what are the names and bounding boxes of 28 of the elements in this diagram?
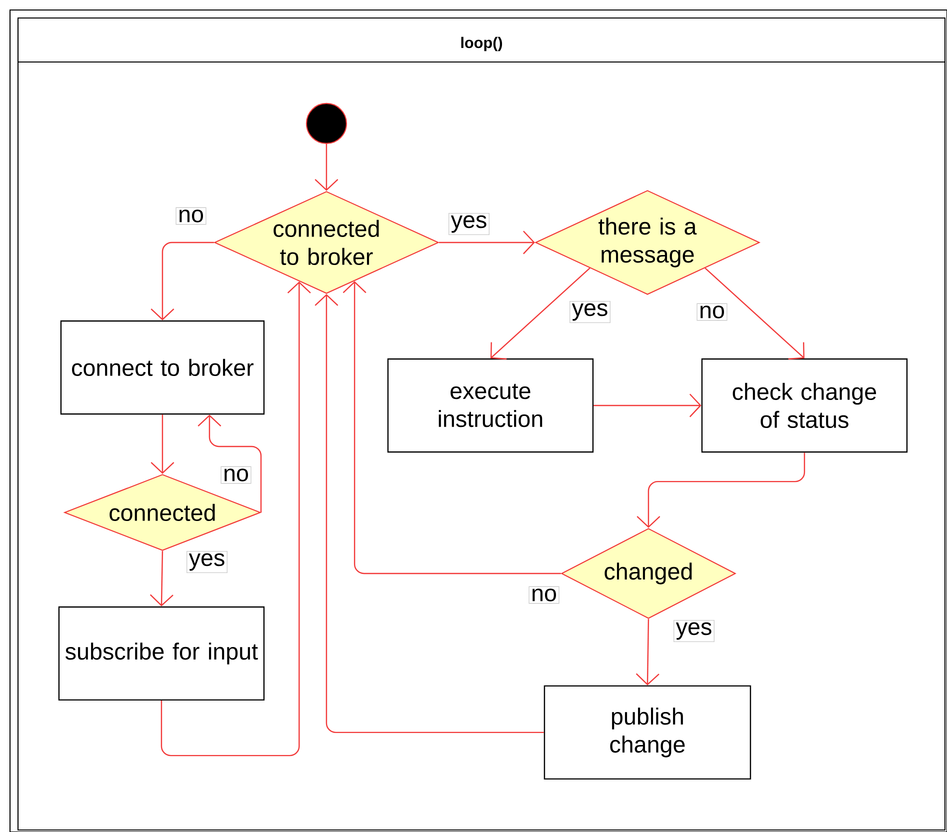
arrow: [636, 452, 806, 528]
arrow: [490, 268, 590, 360]
arrow: [636, 618, 660, 686]
edge-label: no: [220, 466, 252, 484]
start-circle: [306, 102, 347, 144]
edge-label: yes: [570, 300, 610, 324]
edge-label: yes: [186, 550, 228, 574]
process-box: check change of status: [701, 358, 908, 453]
arrow: [594, 394, 702, 418]
arrow: [198, 414, 262, 512]
edge-label: no: [696, 303, 728, 321]
arrow: [314, 294, 544, 734]
arrow: [160, 281, 311, 756]
arrow: [342, 281, 561, 574]
arrow: [150, 550, 174, 606]
process-box: connect to broker: [60, 320, 265, 415]
edge-label: yes: [674, 620, 714, 642]
arrow: [439, 230, 535, 254]
process-box: subscribe for input: [58, 606, 265, 701]
process-box: execute instruction: [387, 358, 594, 453]
edge-label: yes: [448, 212, 490, 236]
edge-label: no: [528, 586, 560, 604]
arrow: [314, 144, 338, 191]
process-box: publish change: [544, 685, 752, 780]
edge-label: no: [176, 207, 206, 225]
arrow: [150, 242, 214, 320]
arrow: [704, 268, 804, 360]
arrow: [150, 414, 174, 474]
